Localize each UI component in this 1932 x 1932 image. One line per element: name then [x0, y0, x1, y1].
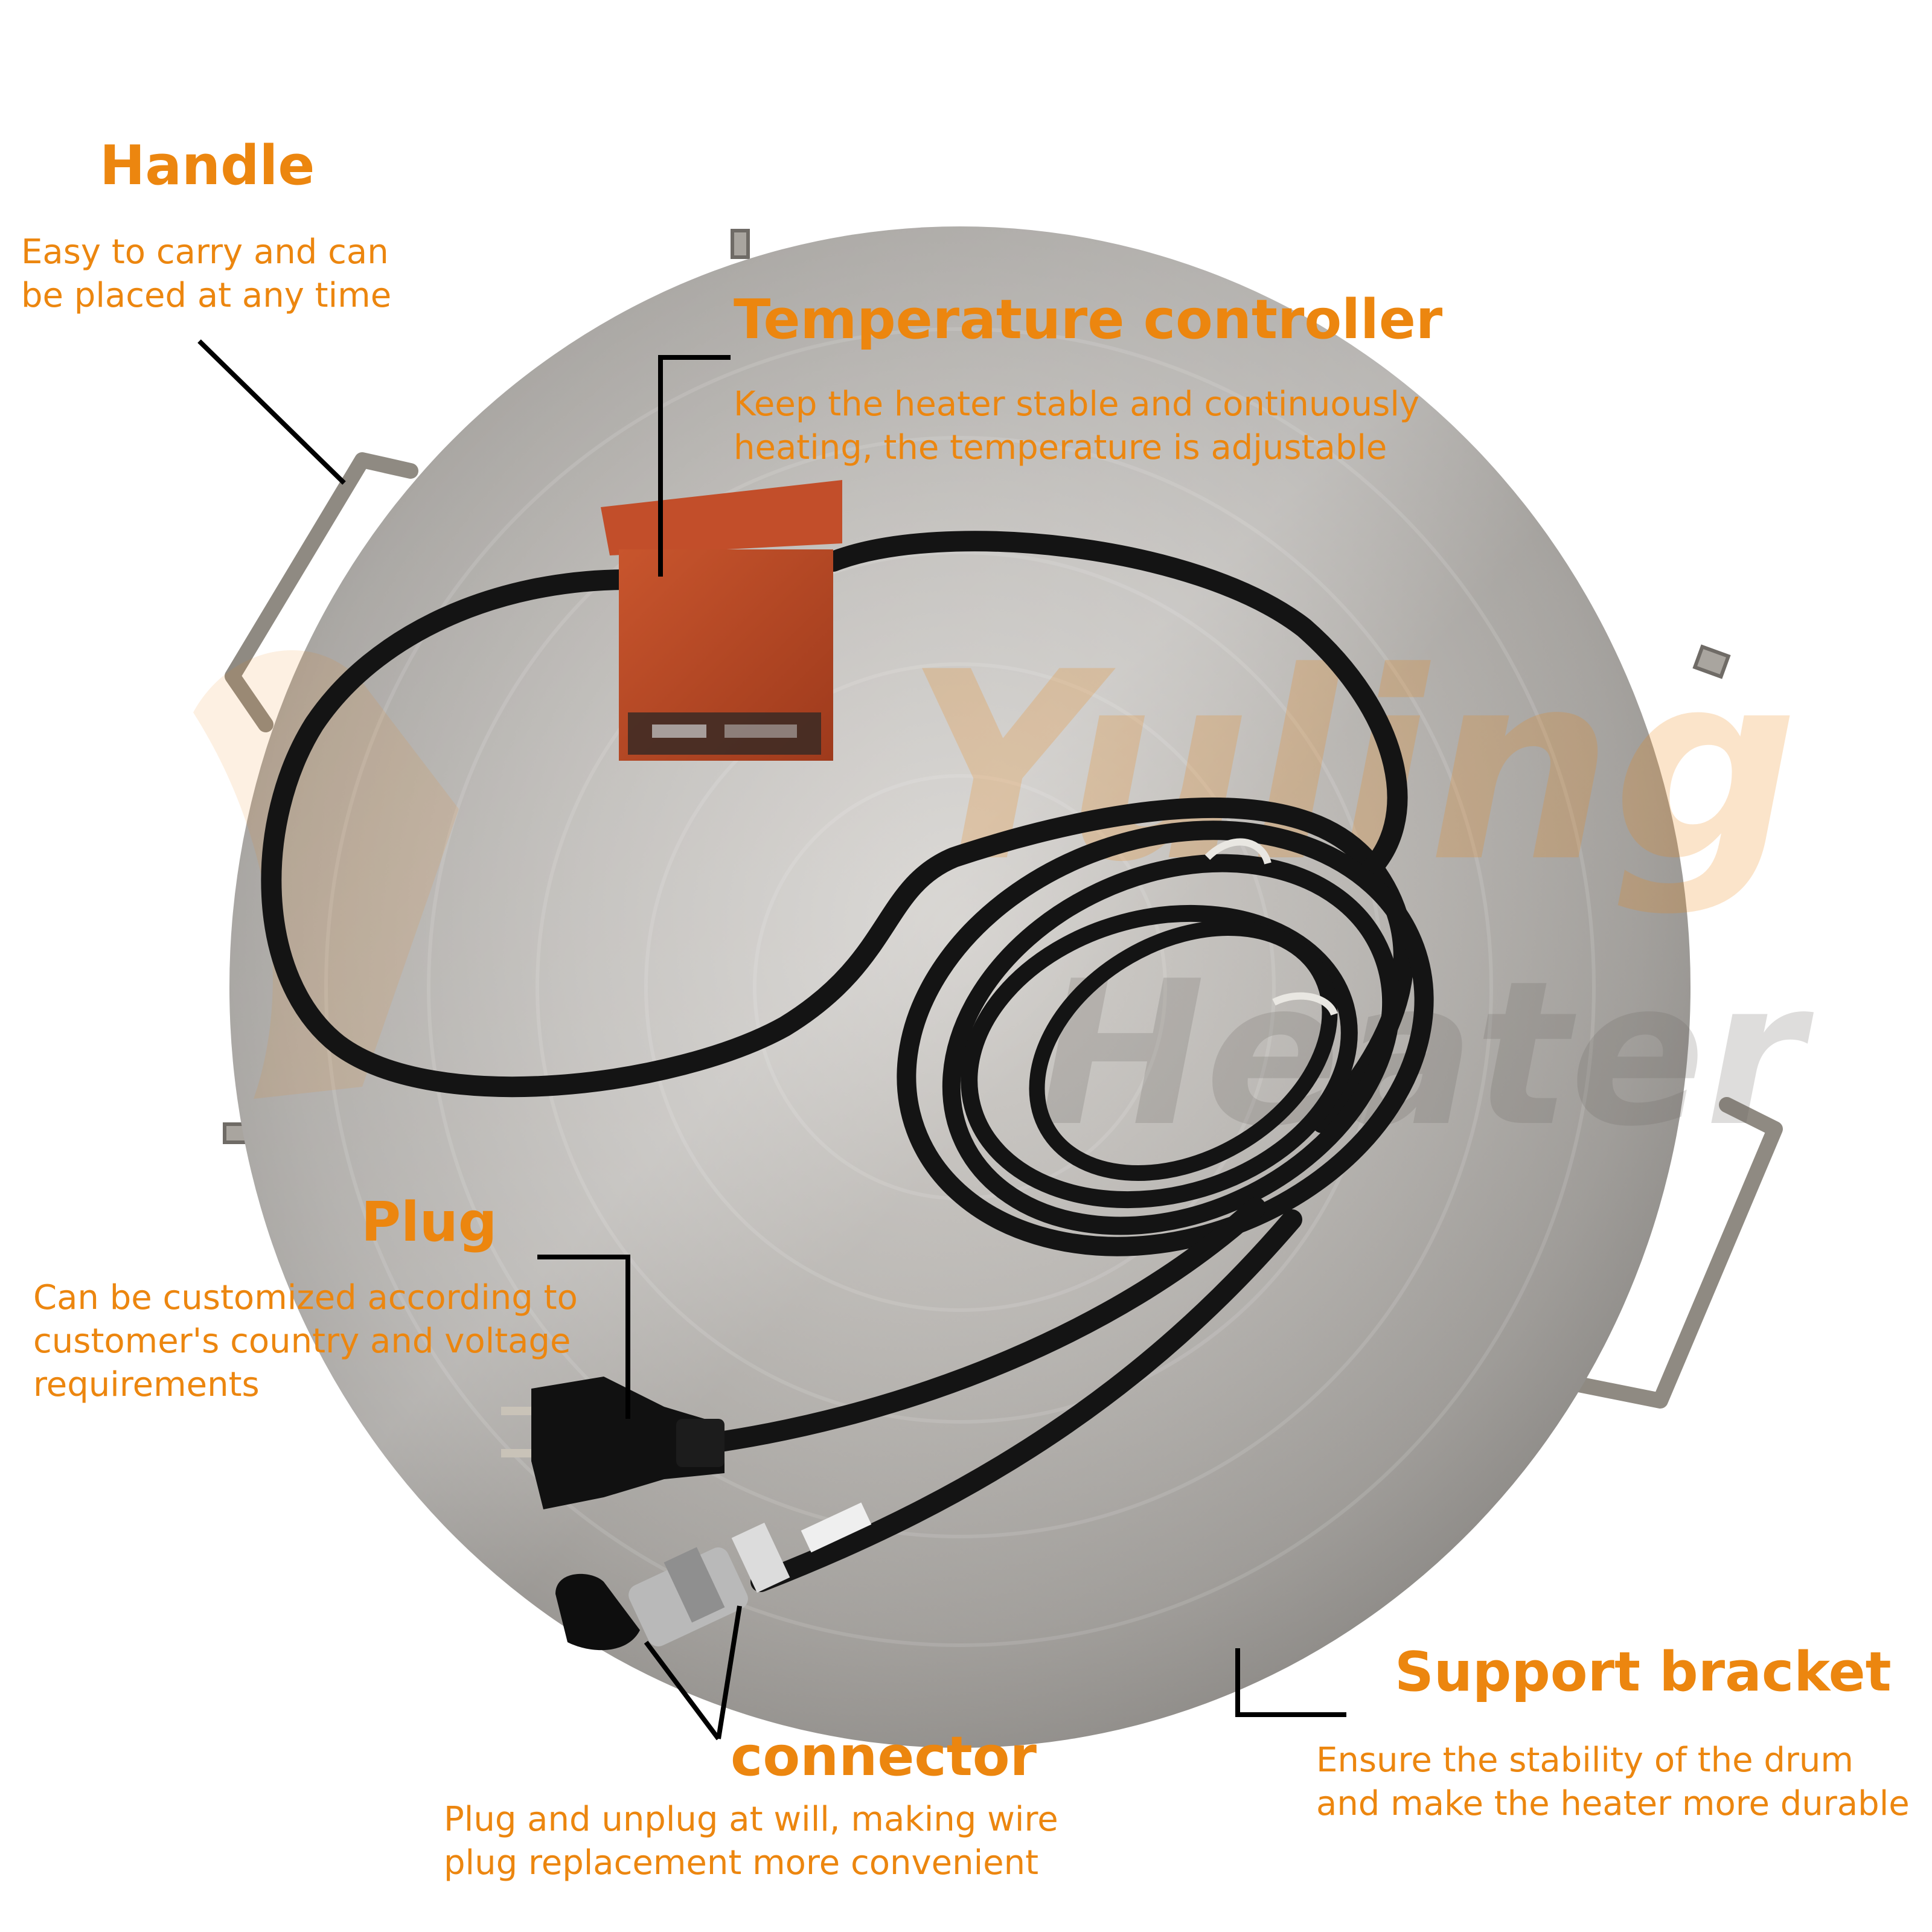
power-cable	[261, 531, 1434, 1592]
plug	[501, 1377, 724, 1509]
temperature-controller-description-line-2: heating, the temperature is adjustable	[734, 428, 1387, 467]
leader-plug	[537, 1255, 630, 1419]
leader-connector-b	[716, 1605, 742, 1739]
leader-handle	[197, 339, 346, 485]
plug-description-line-3: requirements	[33, 1365, 260, 1404]
cable-ties	[1204, 838, 1338, 1016]
handle-description-line-2: be placed at any time	[21, 276, 392, 315]
plug-title: Plug	[361, 1191, 497, 1254]
cable-marker-sleeve	[801, 1502, 872, 1553]
plug-description-line-2: customer's country and voltage	[33, 1322, 571, 1361]
handle-right	[1562, 1097, 1783, 1409]
plug-description-line-1: Can be customized according to	[33, 1278, 578, 1317]
connector-description-line-2: plug replacement more convenient	[444, 1843, 1039, 1882]
connector-description-line-1: Plug and unplug at will, making wire	[444, 1800, 1058, 1839]
temperature-controller-description-line-1: Keep the heater stable and continuously	[734, 385, 1420, 424]
temperature-controller-box	[601, 480, 842, 761]
connector-title: connector	[731, 1725, 1037, 1788]
support-bracket-description-line-1: Ensure the stability of the drum	[1316, 1741, 1854, 1780]
leader-connector-a	[644, 1640, 721, 1741]
connector-description: Plug and unplug at will, making wire plu…	[444, 1798, 1058, 1885]
leader-lines	[197, 339, 1346, 1741]
handle-left	[225, 452, 418, 732]
temperature-controller-title: Temperature controller	[734, 288, 1443, 351]
handle-description: Easy to carry and can be placed at any t…	[21, 231, 391, 318]
heater-disc-sheen	[229, 226, 1690, 1748]
plug-description: Can be customized according to customer'…	[33, 1276, 578, 1407]
support-bracket-title: Support bracket	[1395, 1640, 1892, 1704]
temperature-controller-description: Keep the heater stable and continuously …	[734, 383, 1419, 470]
handle-title: Handle	[100, 134, 315, 197]
watermark-mark	[193, 650, 459, 1099]
support-bracket-description-line-2: and make the heater more durable	[1316, 1784, 1910, 1823]
support-bracket-description: Ensure the stability of the drum and mak…	[1316, 1739, 1910, 1826]
handle-description-line-1: Easy to carry and can	[21, 232, 389, 272]
connector	[555, 1523, 790, 1651]
leader-support-bracket	[1235, 1648, 1346, 1717]
leader-temperature-controller	[658, 355, 731, 577]
